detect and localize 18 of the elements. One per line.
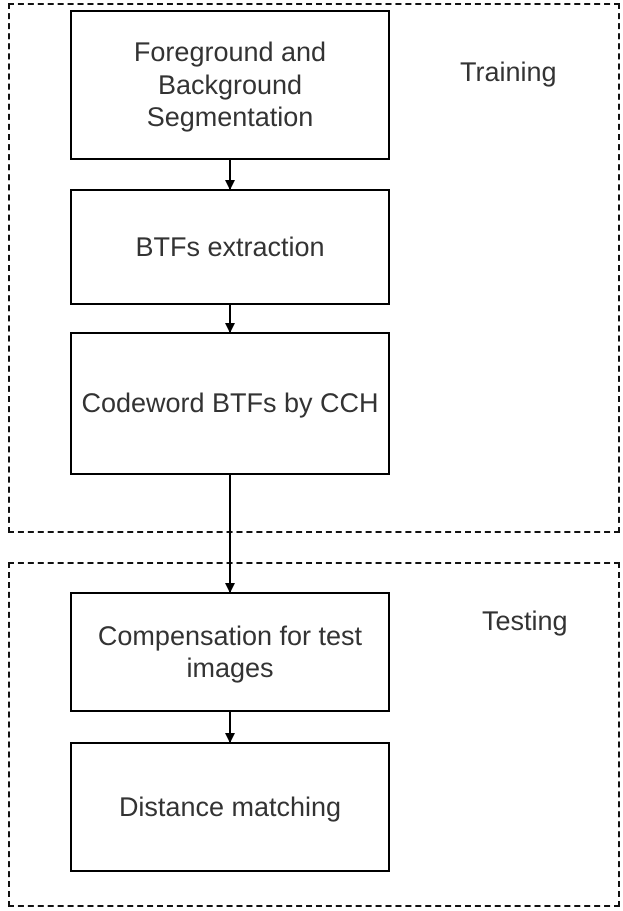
box-label: Distance matching: [118, 790, 342, 824]
process-box: [70, 592, 390, 712]
dashed-group-box: [8, 562, 620, 907]
arrow: [225, 305, 235, 333]
group-label: Testing: [482, 606, 568, 637]
group-label: Training: [460, 57, 557, 88]
process-box: [70, 10, 390, 160]
process-box: [70, 189, 390, 305]
process-box: [70, 332, 390, 475]
box-label: Codeword BTFs by CCH: [80, 387, 380, 420]
box-label: Foreground and Background Segmentation: [132, 36, 328, 134]
process-box: [70, 742, 390, 872]
arrow: [225, 475, 235, 593]
box-label: Compensation for test images: [96, 620, 364, 684]
arrow: [225, 712, 235, 743]
dashed-group-box: [8, 3, 620, 533]
arrow: [225, 160, 235, 190]
box-label: BTFs extraction: [134, 230, 326, 264]
